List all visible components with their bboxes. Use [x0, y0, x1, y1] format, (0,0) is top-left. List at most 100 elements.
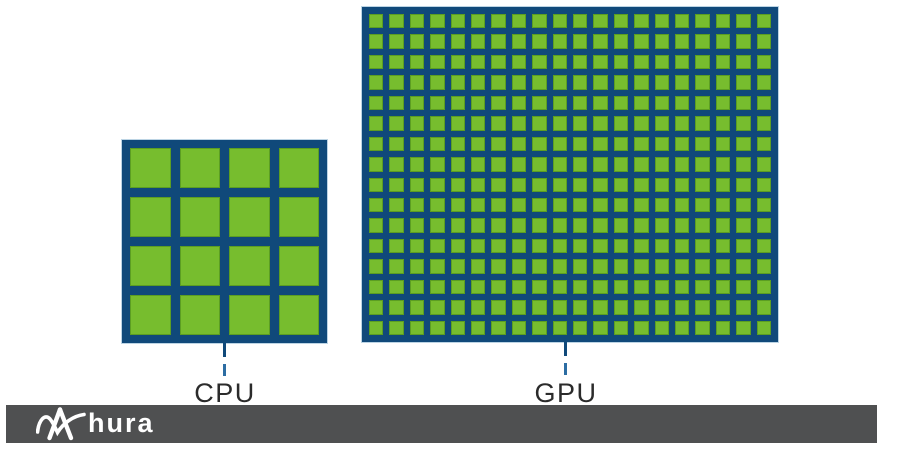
cpu-core-cell: [229, 197, 270, 237]
gpu-core-cell: [613, 157, 629, 172]
gpu-core-cell: [491, 14, 506, 29]
gpu-core-cell: [674, 320, 690, 335]
gpu-core-cell: [634, 157, 649, 172]
gpu-core-cell: [572, 14, 588, 29]
gpu-core-cell: [470, 300, 486, 315]
gpu-core-cell: [470, 238, 486, 254]
gpu-core-cell: [736, 177, 751, 192]
gpu-core-cell: [491, 75, 506, 90]
gpu-core-cell: [593, 218, 608, 233]
gpu-core-cell: [511, 177, 527, 192]
gpu-core-cell: [695, 116, 710, 131]
gpu-core-cell: [511, 34, 527, 49]
gpu-core-cell: [450, 177, 465, 192]
gpu-core-cell: [674, 218, 690, 233]
gpu-core-grid: [362, 7, 778, 342]
gpu-core-cell: [695, 300, 710, 315]
gpu-core-cell: [369, 300, 384, 315]
gpu-core-cell: [695, 279, 710, 295]
gpu-core-cell: [715, 238, 731, 254]
gpu-core-cell: [634, 218, 649, 233]
gpu-core-cell: [409, 197, 425, 213]
gpu-core-cell: [715, 75, 731, 90]
gpu-core-cell: [634, 197, 649, 213]
gpu-core-cell: [532, 197, 547, 213]
gpu-core-cell: [736, 157, 751, 172]
gpu-core-cell: [470, 75, 486, 90]
gpu-core-cell: [511, 54, 527, 70]
gpu-core-cell: [511, 320, 527, 335]
gpu-core-cell: [409, 218, 425, 233]
gpu-core-cell: [389, 320, 404, 335]
gpu-core-cell: [756, 300, 771, 315]
gpu-core-cell: [572, 197, 588, 213]
gpu-core-cell: [450, 136, 465, 152]
gpu-core-cell: [511, 279, 527, 295]
gpu-core-cell: [613, 75, 629, 90]
gpu-core-cell: [756, 34, 771, 49]
gpu-core-cell: [756, 54, 771, 70]
gpu-core-cell: [450, 54, 465, 70]
gpu-core-cell: [369, 218, 384, 233]
gpu-core-cell: [450, 259, 465, 274]
gpu-core-cell: [593, 279, 608, 295]
gpu-core-cell: [674, 197, 690, 213]
gpu-core-cell: [695, 14, 710, 29]
gpu-core-cell: [532, 238, 547, 254]
gpu-core-cell: [654, 14, 669, 29]
gpu-core-cell: [572, 238, 588, 254]
gpu-core-cell: [532, 300, 547, 315]
gpu-core-cell: [552, 157, 567, 172]
gpu-core-cell: [695, 177, 710, 192]
gpu-core-cell: [369, 14, 384, 29]
gpu-core-cell: [654, 177, 669, 192]
gpu-core-cell: [511, 75, 527, 90]
gpu-core-cell: [389, 95, 404, 111]
gpu-core-cell: [613, 95, 629, 111]
gpu-core-cell: [430, 75, 445, 90]
gpu-core-cell: [430, 95, 445, 111]
gpu-core-cell: [430, 279, 445, 295]
gpu-core-cell: [634, 75, 649, 90]
gpu-core-cell: [409, 177, 425, 192]
gpu-core-cell: [674, 136, 690, 152]
gpu-core-cell: [674, 300, 690, 315]
gpu-core-cell: [532, 157, 547, 172]
gpu-core-cell: [532, 177, 547, 192]
gpu-core-cell: [593, 75, 608, 90]
gpu-core-cell: [572, 259, 588, 274]
gpu-core-cell: [715, 14, 731, 29]
gpu-core-cell: [715, 279, 731, 295]
cpu-core-cell: [179, 295, 220, 335]
gpu-core-cell: [552, 14, 567, 29]
gpu-core-cell: [572, 320, 588, 335]
gpu-core-cell: [715, 320, 731, 335]
gpu-core-cell: [593, 95, 608, 111]
gpu-core-cell: [430, 259, 445, 274]
gpu-core-cell: [613, 259, 629, 274]
cpu-core-cell: [179, 197, 220, 237]
gpu-leader-line: [564, 342, 567, 356]
gpu-core-cell: [369, 75, 384, 90]
gpu-core-cell: [572, 54, 588, 70]
cpu-core-cell: [278, 197, 319, 237]
gpu-core-cell: [430, 157, 445, 172]
gpu-core-cell: [674, 238, 690, 254]
gpu-core-cell: [491, 320, 506, 335]
gpu-core-cell: [470, 116, 486, 131]
gpu-core-cell: [715, 34, 731, 49]
gpu-core-cell: [695, 218, 710, 233]
gpu-core-cell: [613, 177, 629, 192]
gpu-core-cell: [593, 320, 608, 335]
gpu-core-cell: [552, 75, 567, 90]
gpu-core-cell: [613, 34, 629, 49]
ahura-logo: hura: [36, 406, 155, 442]
gpu-core-cell: [532, 95, 547, 111]
gpu-core-cell: [654, 157, 669, 172]
gpu-core-cell: [552, 136, 567, 152]
gpu-core-cell: [389, 54, 404, 70]
gpu-core-cell: [491, 300, 506, 315]
gpu-core-cell: [593, 136, 608, 152]
gpu-core-cell: [715, 136, 731, 152]
